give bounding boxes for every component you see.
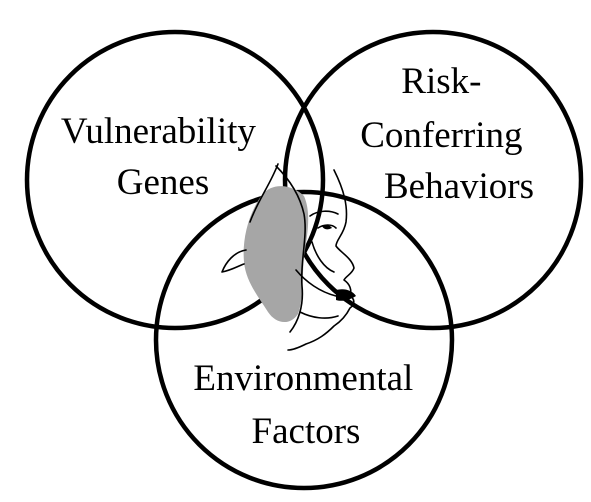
ear-curl <box>221 249 247 273</box>
eye <box>317 224 337 229</box>
neck-line <box>299 311 339 319</box>
circle-environmental-factors <box>153 189 455 491</box>
label-vulnerability-genes-line-1: Vulnerability <box>61 111 257 152</box>
circle-vulnerability-genes <box>24 29 326 331</box>
eyebrow <box>309 210 339 217</box>
lips <box>336 289 356 301</box>
label-risk-conferring-behaviors-line-2: Conferring <box>360 115 522 156</box>
cheek-line <box>311 241 335 273</box>
label-risk-conferring-behaviors-line-3: Behaviors <box>384 166 534 207</box>
face-profile-line <box>287 169 355 351</box>
eye-pupil <box>322 224 332 230</box>
face-profile-icon <box>221 163 356 351</box>
circle-risk-conferring-behaviors <box>282 29 584 331</box>
label-environmental-factors-line-2: Factors <box>252 411 361 452</box>
label-risk-conferring-behaviors: Risk- Conferring Behaviors <box>360 61 534 207</box>
label-risk-conferring-behaviors-line-1: Risk- <box>401 61 481 102</box>
hair-shading <box>243 186 309 323</box>
label-vulnerability-genes: Vulnerability Genes <box>61 111 265 203</box>
hair-outline-left <box>249 163 279 223</box>
jaw-line <box>295 269 337 297</box>
label-environmental-factors-line-1: Environmental <box>193 358 413 399</box>
label-environmental-factors: Environmental Factors <box>193 358 422 452</box>
label-vulnerability-genes-line-2: Genes <box>117 162 209 203</box>
